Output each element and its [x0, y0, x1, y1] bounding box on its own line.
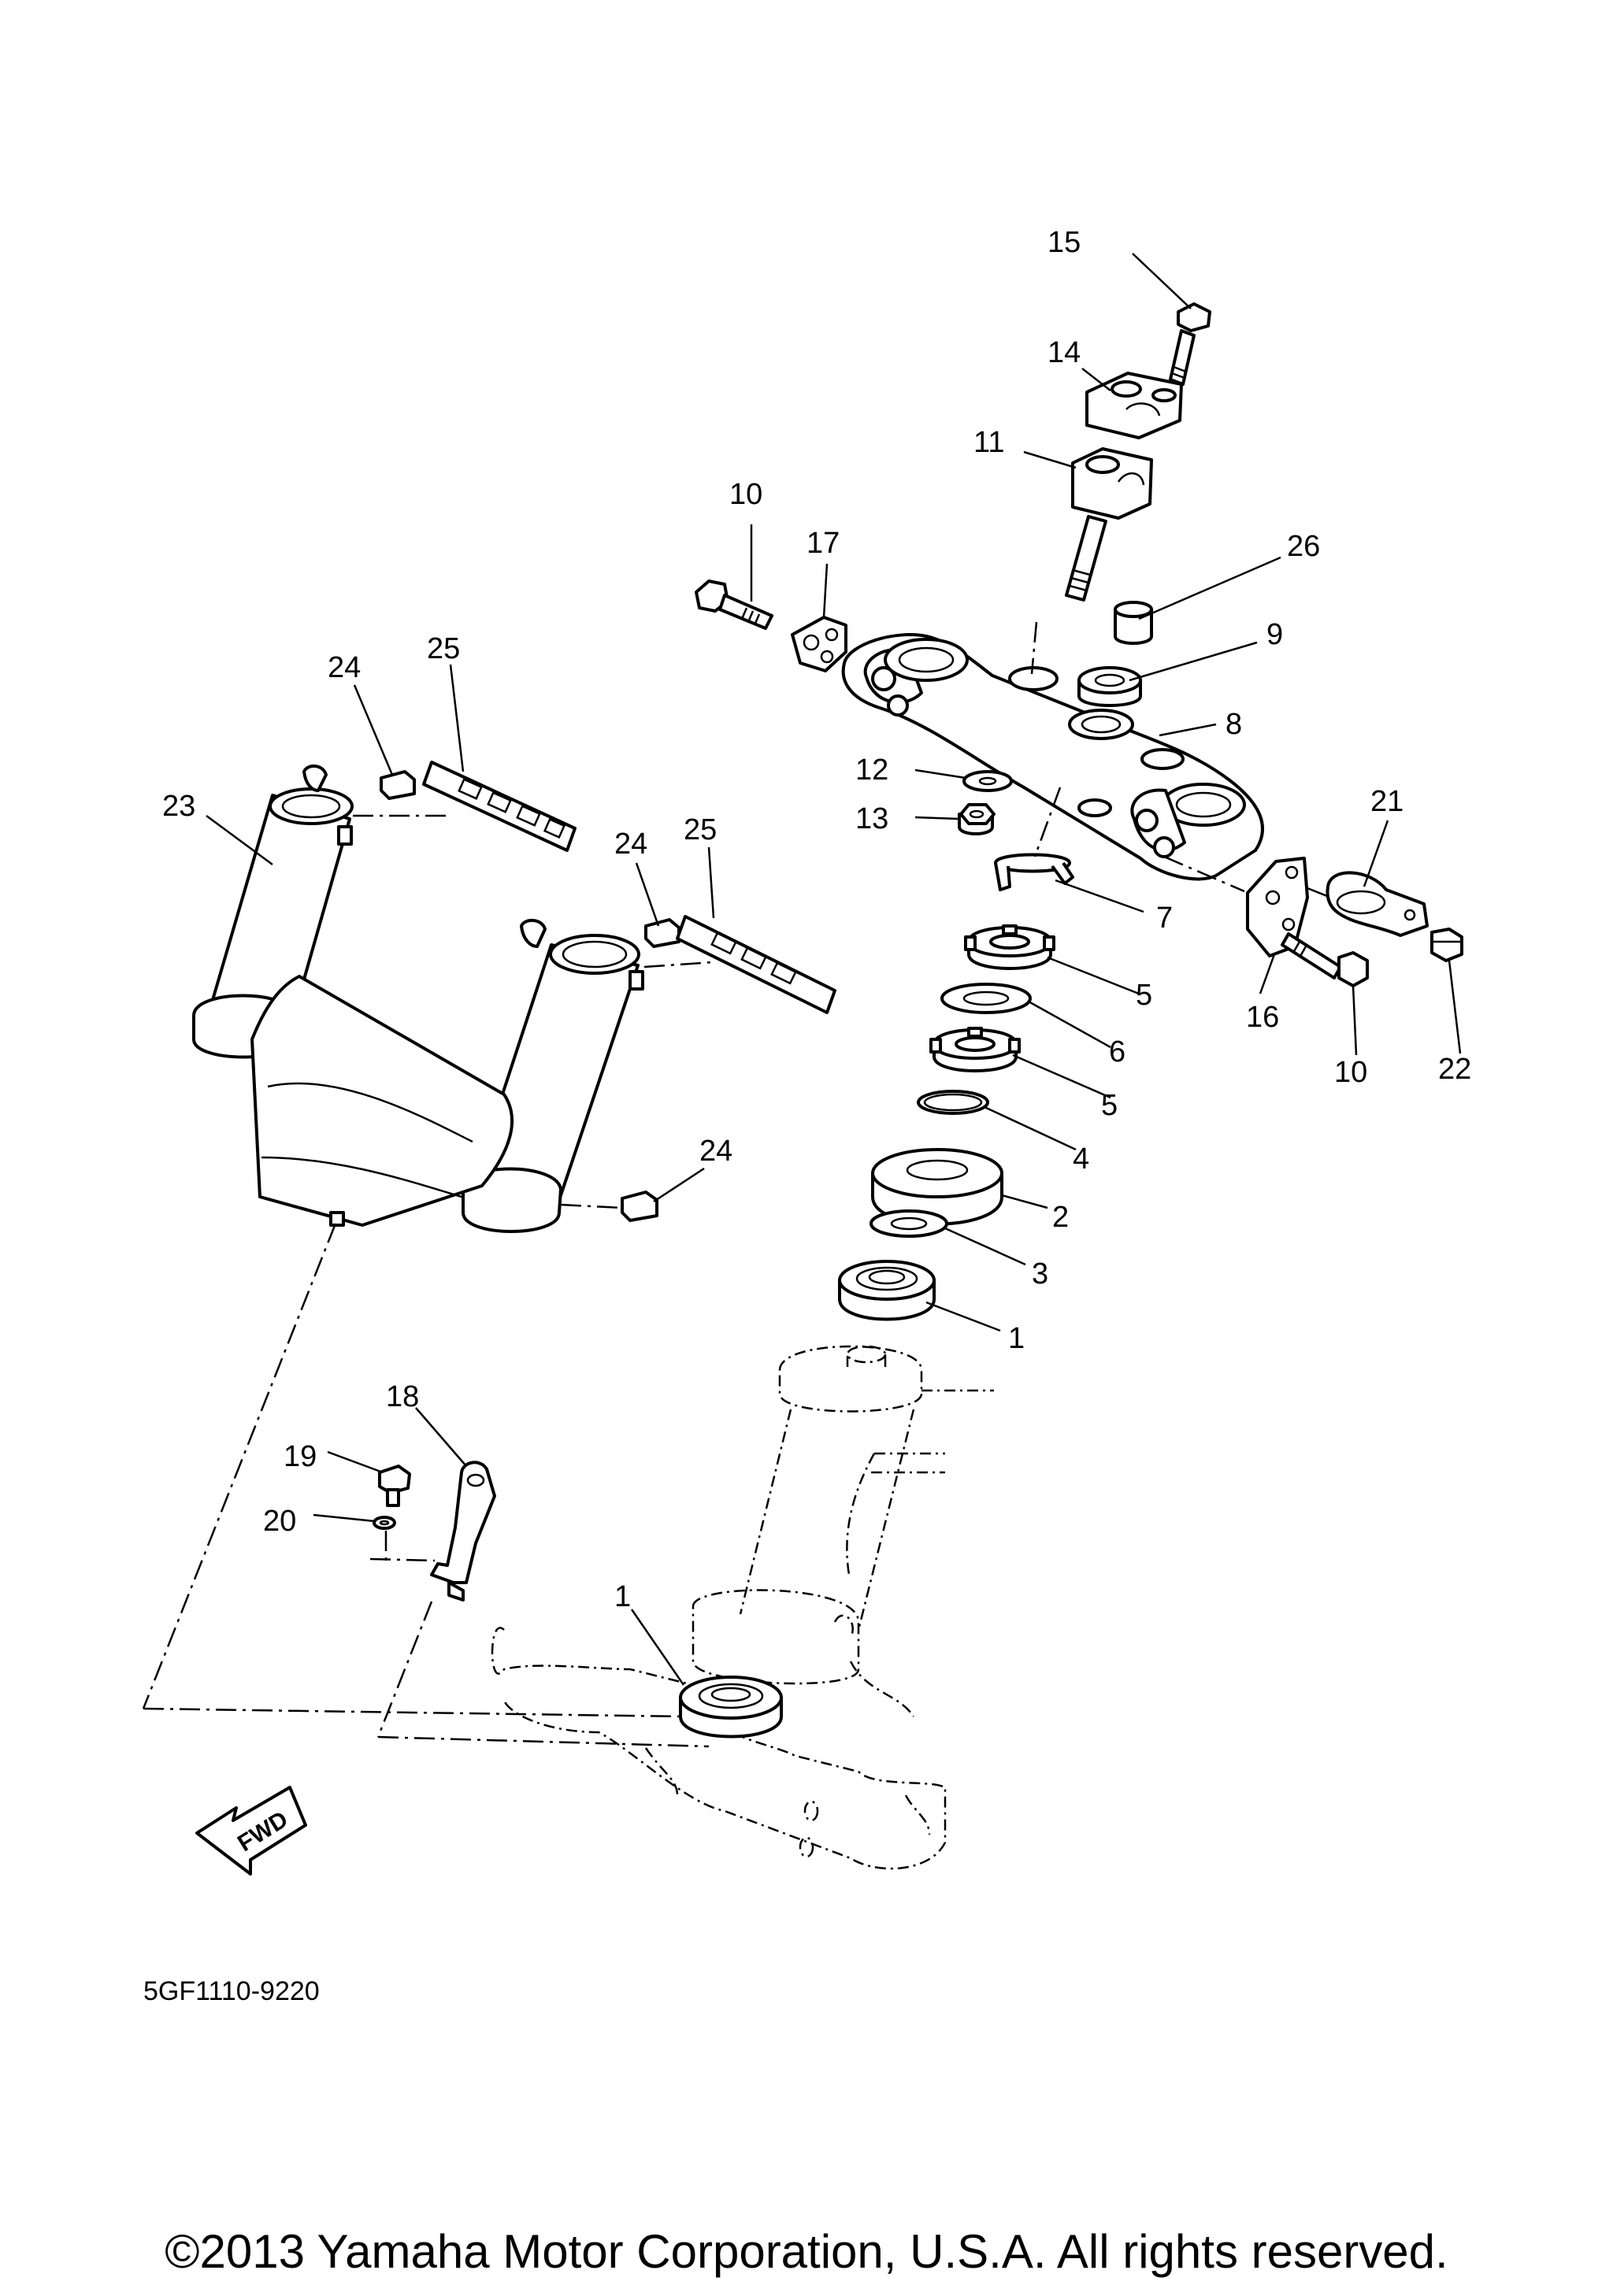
- callout-24-c: 24: [699, 1135, 732, 1168]
- strip-25-b-icon: [676, 915, 836, 1014]
- callout-1-lower: 1: [614, 1580, 631, 1613]
- callout-20: 20: [263, 1505, 296, 1538]
- bearing-1-upper-icon: [838, 1260, 936, 1321]
- assembly-lines: [142, 621, 1332, 1748]
- callout-10-right: 10: [1334, 1056, 1367, 1089]
- strip-25-a-icon: [422, 761, 577, 852]
- callout-17: 17: [806, 527, 840, 560]
- leader-lines: [206, 253, 1462, 1686]
- callout-19: 19: [284, 1440, 317, 1473]
- callout-25-a: 25: [427, 632, 460, 665]
- bolt-22-icon: [1430, 928, 1463, 962]
- callout-13: 13: [855, 802, 888, 835]
- callout-5-a: 5: [1136, 979, 1152, 1012]
- callout-23: 23: [162, 790, 195, 823]
- callout-1-upper: 1: [1008, 1322, 1025, 1355]
- callout-3: 3: [1032, 1257, 1048, 1291]
- callout-26: 26: [1287, 530, 1320, 563]
- washer-12-icon: [962, 770, 1013, 792]
- callout-11: 11: [973, 426, 1004, 459]
- clamp-21-icon: [1326, 871, 1429, 937]
- frame-steering-head-outline: [491, 1345, 994, 1870]
- under-bracket-23-icon: [192, 765, 644, 1233]
- callout-25-b: 25: [684, 813, 717, 846]
- callout-6: 6: [1109, 1035, 1125, 1068]
- callout-21: 21: [1370, 785, 1403, 818]
- callout-12: 12: [855, 754, 888, 787]
- forward-arrow-icon: FWD: [195, 1786, 307, 1876]
- callout-9: 9: [1266, 618, 1283, 651]
- plate-16-icon: [1246, 857, 1309, 957]
- callout-24-a: 24: [328, 651, 361, 684]
- callout-2: 2: [1052, 1201, 1069, 1234]
- callout-18: 18: [386, 1380, 419, 1413]
- callout-14: 14: [1048, 336, 1081, 369]
- bracket-18-icon: [430, 1461, 496, 1602]
- bolt-10-right-icon: [1281, 932, 1369, 987]
- bolt-19-icon: [378, 1465, 411, 1507]
- washer-6-icon: [940, 983, 1032, 1014]
- damper-24-b-icon: [644, 918, 680, 948]
- handlebar-holder-lower-11-icon: [1065, 447, 1153, 602]
- copyright-notice: ©2013 Yamaha Motor Corporation, U.S.A. A…: [165, 2225, 1448, 2278]
- callout-labels: 15 14 11 10 17 26 9 8 24 25 23 12 13 21 …: [162, 226, 1471, 1613]
- cap-26-icon: [1114, 601, 1153, 645]
- callout-24-b: 24: [614, 828, 647, 861]
- diagram-part-code: 5GF1110-9220: [143, 1976, 320, 2006]
- callout-8: 8: [1226, 708, 1242, 741]
- damper-24-a-icon: [380, 770, 416, 800]
- plate-17-icon: [791, 616, 847, 672]
- damper-24-c-icon: [621, 1191, 658, 1222]
- callout-4: 4: [1073, 1142, 1089, 1176]
- bolt-10-top-icon: [695, 580, 773, 630]
- ring-nut-5-lower-icon: [929, 1027, 1021, 1072]
- callout-16: 16: [1246, 1001, 1279, 1034]
- washer-3-icon: [870, 1209, 948, 1238]
- steering-stem-nut-9-icon: [1077, 666, 1142, 707]
- callout-5-b: 5: [1101, 1089, 1118, 1122]
- bearing-1-lower-icon: [679, 1676, 783, 1739]
- nut-13-icon: [958, 803, 996, 835]
- upper-bracket-8-icon: [841, 633, 1264, 881]
- bolt-15-icon: [1169, 302, 1211, 386]
- ring-nut-5-upper-icon: [964, 924, 1055, 970]
- callout-7: 7: [1156, 902, 1173, 935]
- lock-washer-7-icon: [994, 853, 1074, 891]
- washer-20-icon: [373, 1516, 396, 1530]
- callout-22: 22: [1438, 1053, 1471, 1086]
- o-ring-4-icon: [917, 1090, 989, 1115]
- callout-15: 15: [1048, 226, 1081, 259]
- callout-10-top: 10: [729, 478, 762, 511]
